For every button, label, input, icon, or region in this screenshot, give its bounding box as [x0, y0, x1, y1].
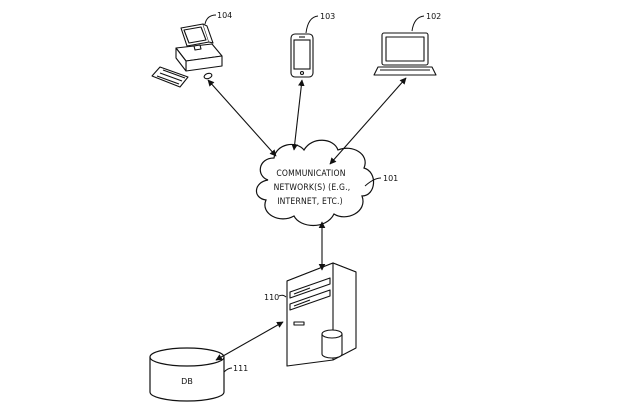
laptop-icon [373, 32, 437, 76]
laptop-ref-leader [411, 15, 425, 32]
cloud-ref-leader [364, 177, 382, 187]
desktop-ref-label: 104 [217, 11, 232, 20]
cloud-label-line-2: NETWORK(S) (E.G., [274, 183, 351, 193]
desktop-ref-leader [204, 14, 217, 25]
server-icon [286, 262, 357, 367]
desktop-network-arrow [207, 79, 277, 157]
cloud-label-line-3: INTERNET, ETC.) [277, 197, 343, 207]
mobile-phone-icon [290, 33, 314, 78]
cloud-ref-label: 101 [383, 174, 398, 183]
laptop-network-arrow [329, 77, 407, 165]
laptop-ref-label: 102 [426, 12, 441, 21]
phone-ref-label: 103 [320, 12, 335, 21]
server-database-arrow [215, 321, 284, 361]
desktop-computer-icon [151, 23, 223, 88]
server-ref-leader [278, 294, 287, 298]
database-ref-label: 111 [233, 364, 248, 373]
cloud-label-line-1: COMMUNICATION [276, 169, 345, 179]
server-ref-label: 110 [264, 293, 279, 302]
phone-ref-leader [305, 15, 319, 34]
phone-network-arrow [291, 79, 305, 151]
database-ref-leader [223, 367, 233, 373]
database-icon [149, 347, 225, 402]
database-label: DB [181, 377, 193, 386]
